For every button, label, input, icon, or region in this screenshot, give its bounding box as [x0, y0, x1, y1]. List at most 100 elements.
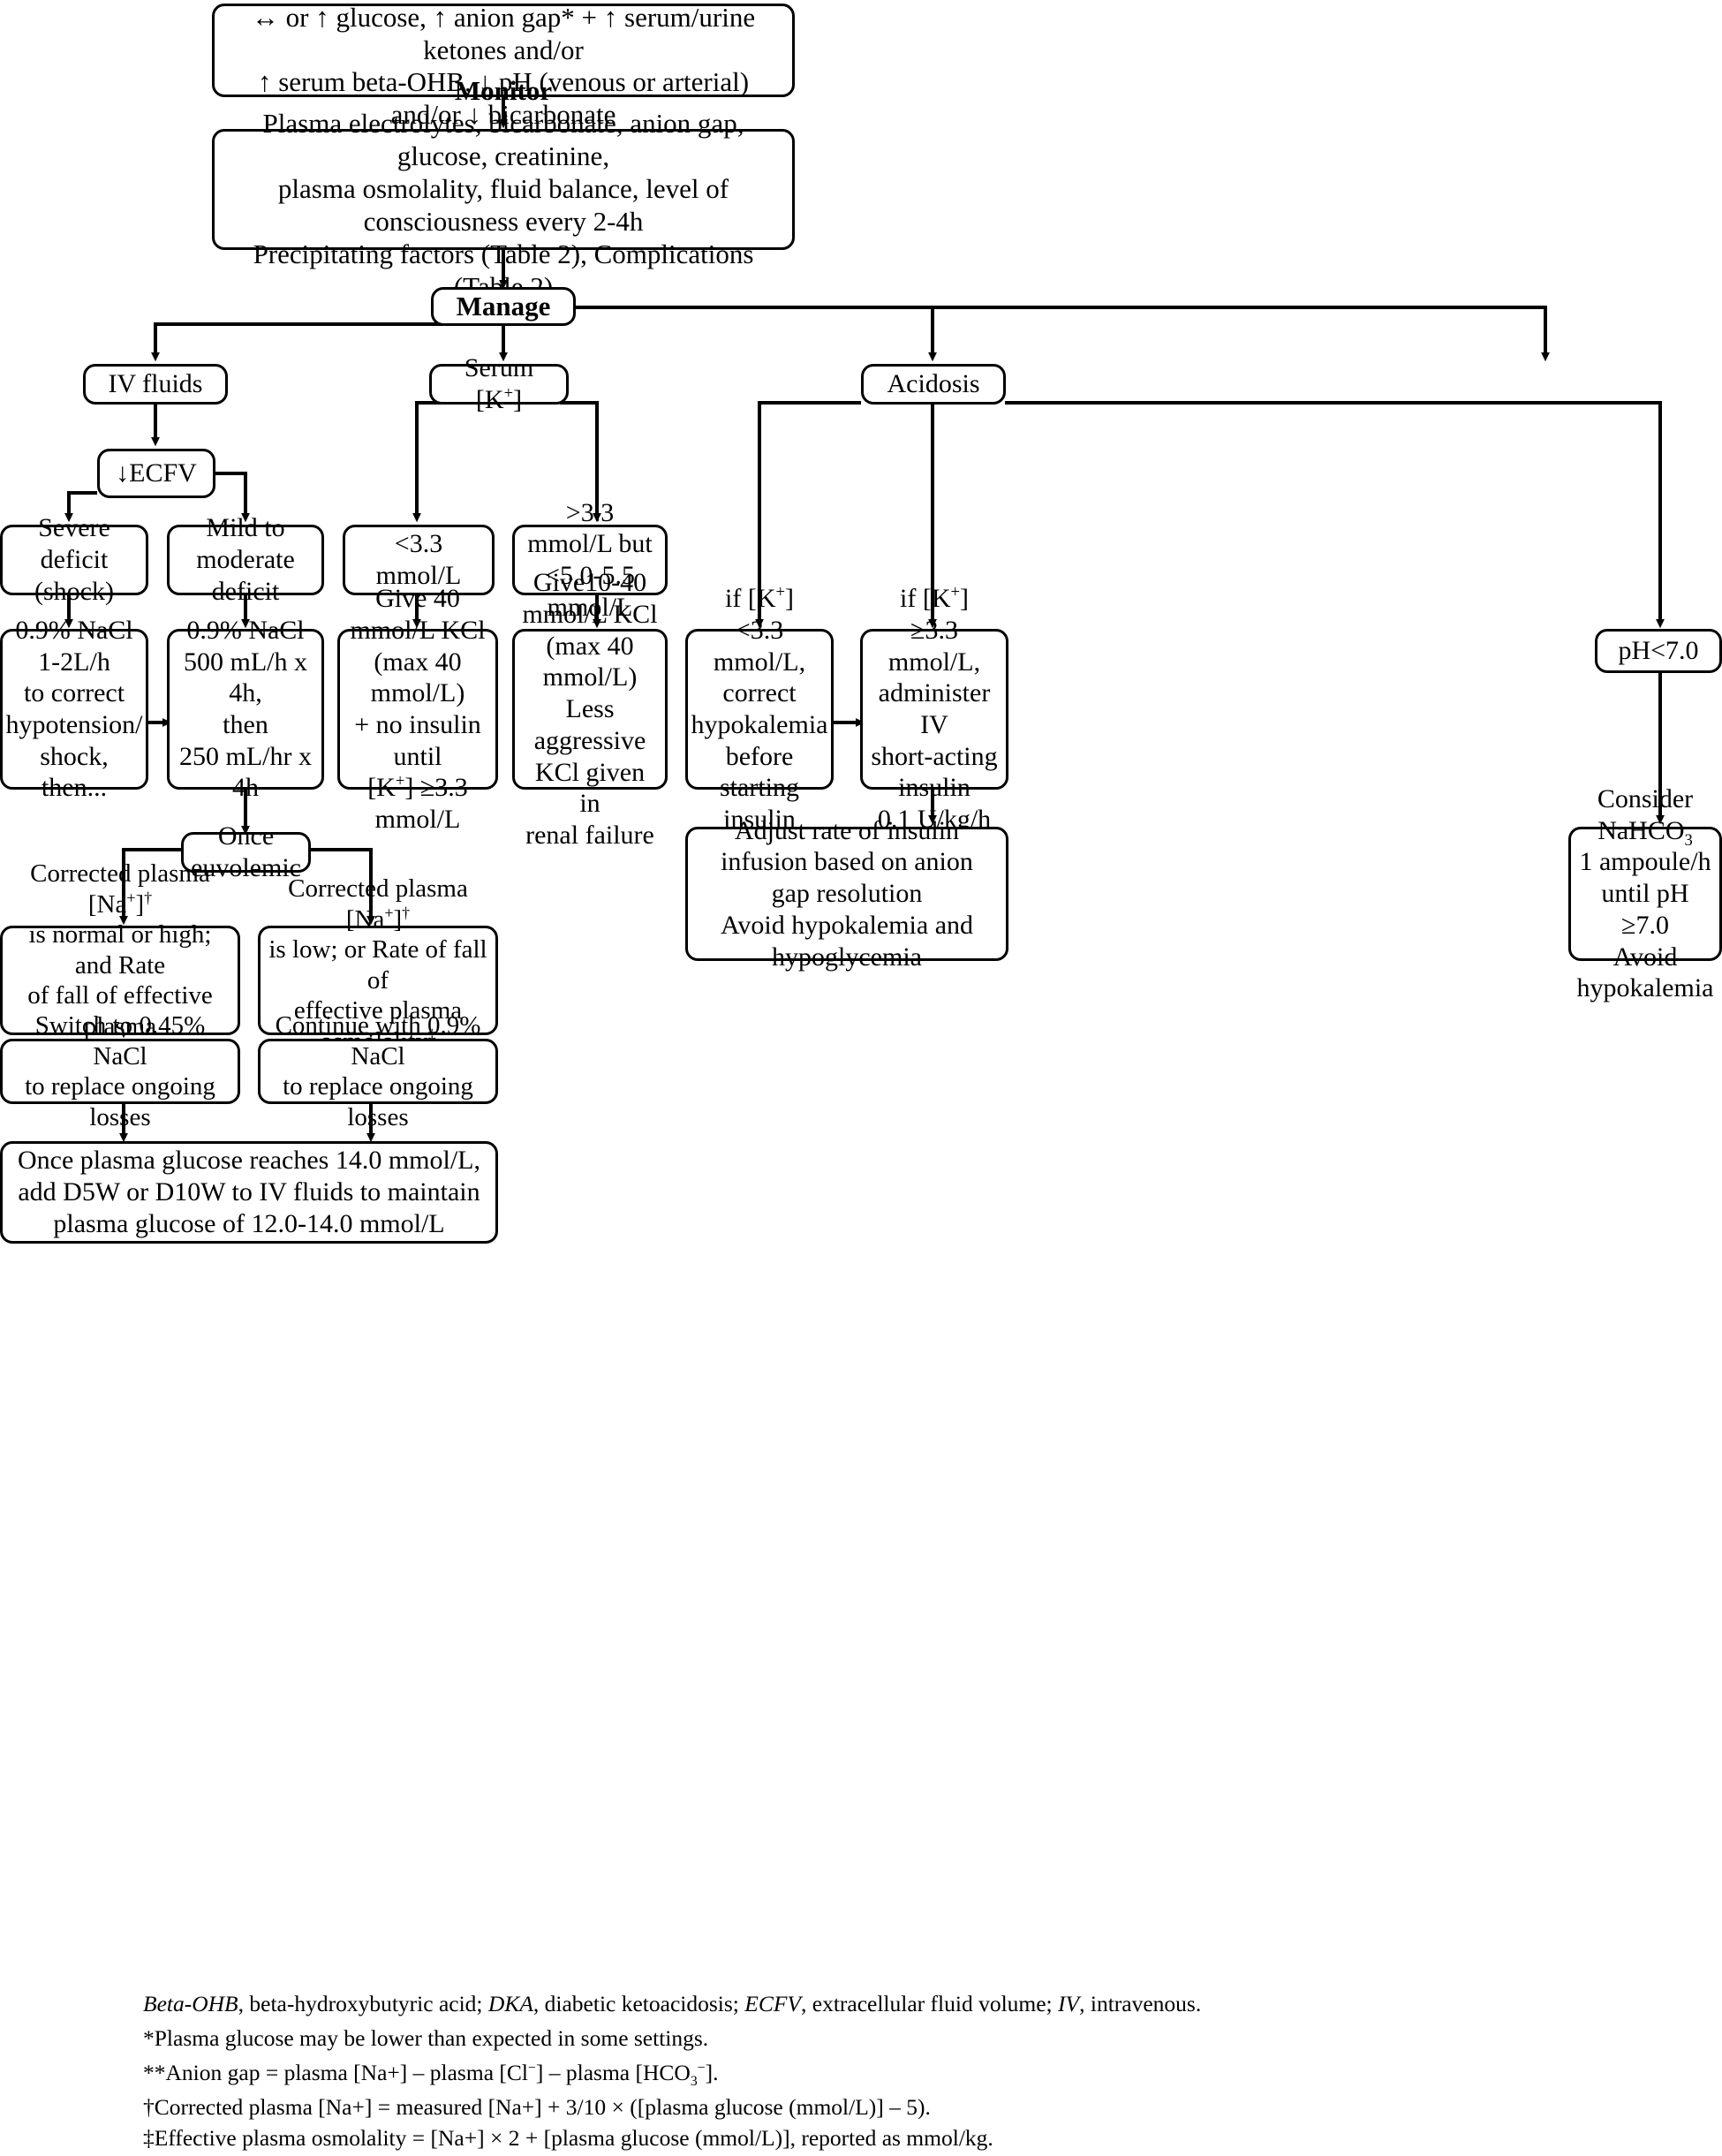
node-nacl-shock[interactable]: 0.9% NaCl 1-2L/h to correct hypotension/…	[0, 616, 148, 802]
footnote-dagger: †Corrected plasma [Na+] = measured [Na+]…	[143, 2094, 931, 2120]
abbr-def-dka: , diabetic ketoacidosis;	[532, 1991, 745, 2016]
if-k-low-line-3: correct	[722, 678, 797, 708]
node-iv-fluids[interactable]: IV fluids	[83, 364, 228, 405]
nacl-mild-line-2: 500 mL/h x 4h,	[184, 647, 307, 708]
severe-deficit-line-1: Severe deficit	[38, 513, 110, 575]
k-mid-line-2: <5.0-5.5 mmol/L	[545, 561, 635, 622]
glucose-target-line-3: plasma glucose of 12.0-14.0 mmol/L	[53, 1208, 445, 1238]
nacl-shock-line-4: hypotension/	[5, 710, 143, 739]
node-acidosis[interactable]: Acidosis	[861, 364, 1006, 405]
footnote-double-star: **Anion gap = plasma [Na+] – plasma [Cl−…	[143, 2060, 719, 2090]
footnote-star: *Plasma glucose may be lower than expect…	[143, 2025, 709, 2051]
kcl-10-40-line-1: Give10-40	[532, 568, 647, 598]
kcl-10-40-line-3: (max 40 mmol/L)	[542, 631, 638, 692]
nacl-mild-line-3: then	[223, 710, 268, 739]
node-once-euvolemic[interactable]: Once euvolemic	[181, 821, 311, 882]
adjust-insulin-line-1: Adjust rate of insulin	[734, 815, 960, 845]
kcl-40-line-1: Give 40	[375, 584, 460, 614]
mild-moderate-line-1: Mild to	[206, 513, 285, 543]
continue-09-line-2: to replace ongoing losses	[283, 1072, 473, 1131]
if-k-ok-line-1: if [K+]	[900, 583, 969, 614]
abbr-def-beta-ohb: , beta-hydroxybutyric acid;	[238, 1991, 488, 2016]
node-k-below-3-3[interactable]: <3.3 mmol/L	[343, 525, 495, 595]
abbr-term-beta-ohb: Beta-OHB	[143, 1991, 238, 2016]
glucose-target-line-2: add D5W or D10W to IV fluids to maintain	[18, 1177, 480, 1207]
node-kcl-40[interactable]: Give 40 mmol/L KCl (max 40 mmol/L) + no …	[337, 584, 498, 834]
na-normal-high-line-3: of fall of effective plasma	[27, 981, 213, 1040]
footnote-double-dagger: ‡Effective plasma osmolality = [Na+] × 2…	[143, 2125, 993, 2151]
node-consider-nahco3[interactable]: Consider NaHCO3 1 ampoule/h until pH ≥7.…	[1568, 784, 1722, 1002]
nacl-shock-line-2: 1-2L/h	[38, 647, 110, 677]
monitor-line-2: plasma osmolality, fluid balance, level …	[277, 173, 729, 237]
adjust-insulin-line-3: gap resolution	[771, 879, 923, 909]
monitor-line-3: Precipitating factors (Table 2), Complic…	[253, 238, 754, 302]
node-diagnose-dka[interactable]: Diagnose DKA ↔ or ↑ glucose, ↑ anion gap…	[212, 1, 795, 130]
node-continue-09-nacl[interactable]: Continue with 0.9% NaCl to replace ongoi…	[258, 1011, 498, 1131]
na-low-line-2: is low; or Rate of fall of	[268, 935, 487, 995]
na-normal-high-line-1: Corrected plasma [Na+]†	[30, 859, 210, 919]
if-k-ok-line-3: administer IV	[878, 678, 991, 739]
node-ph-below-7[interactable]: pH<7.0	[1595, 629, 1722, 673]
kcl-10-40-line-5: KCl given in	[534, 757, 646, 819]
monitor-title: Monitor	[454, 75, 553, 107]
node-mild-moderate-deficit[interactable]: Mild to moderate deficit	[167, 513, 324, 606]
ecfv-label: ↓ECFV	[116, 458, 197, 488]
abbr-def-iv: , intravenous.	[1079, 1991, 1202, 2016]
adjust-insulin-line-2: infusion based on anion	[721, 847, 973, 877]
nacl-shock-line-1: 0.9% NaCl	[15, 615, 133, 645]
abbr-term-ecfv: ECFV	[744, 1991, 801, 2016]
diagnose-line-1: ↔ or ↑ glucose, ↑ anion gap* + ↑ serum/u…	[251, 1, 756, 65]
glucose-target-line-1: Once plasma glucose reaches 14.0 mmol/L,	[17, 1146, 480, 1176]
continue-09-line-1: Continue with 0.9% NaCl	[275, 1011, 481, 1070]
mild-moderate-line-2: moderate deficit	[196, 545, 295, 606]
iv-fluids-label: IV fluids	[108, 369, 203, 399]
nahco3-line-4: until pH ≥7.0	[1601, 879, 1689, 940]
node-kcl-10-40[interactable]: Give10-40 mmol/L KCl (max 40 mmol/L) Les…	[512, 568, 668, 850]
nacl-mild-line-1: 0.9% NaCl	[186, 615, 305, 645]
node-k-3-3-to-5-5[interactable]: >3.3 mmol/L but <5.0-5.5 mmol/L	[512, 498, 668, 622]
abbr-term-dka: DKA	[487, 1991, 533, 2016]
node-ecfv[interactable]: ↓ECFV	[97, 449, 215, 498]
node-adjust-insulin[interactable]: Adjust rate of insulin infusion based on…	[685, 816, 1008, 972]
kcl-40-line-4: + no insulin until	[354, 710, 481, 771]
node-glucose-target[interactable]: Once plasma glucose reaches 14.0 mmol/L,…	[0, 1141, 498, 1244]
kcl-10-40-line-2: mmol/L KCl	[522, 600, 658, 630]
node-nacl-mild[interactable]: 0.9% NaCl 500 mL/h x 4h, then 250 mL/hr …	[167, 616, 324, 802]
if-k-ok-line-4: short-acting	[871, 741, 998, 771]
if-k-low-line-1: if [K+]	[725, 583, 794, 614]
kcl-10-40-line-6: renal failure	[525, 820, 654, 850]
if-k-low-line-4: hypokalemia	[691, 710, 828, 739]
kcl-40-line-5: [K+] ≥3.3 mmol/L	[367, 772, 468, 835]
if-k-ok-line-2: ≥3.3 mmol/L,	[887, 615, 981, 677]
node-if-k-ok[interactable]: if [K+] ≥3.3 mmol/L, administer IV short…	[860, 584, 1008, 834]
nacl-mild-line-4: 250 mL/hr x 4h	[179, 741, 312, 803]
severe-deficit-line-2: (shock)	[34, 576, 114, 606]
k-low-label: <3.3 mmol/L	[375, 529, 462, 590]
kcl-40-line-2: mmol/L KCl	[350, 615, 486, 645]
once-euvolemic-label: Once euvolemic	[191, 821, 301, 882]
acidosis-label: Acidosis	[887, 369, 980, 399]
switch-045-line-2: to replace ongoing losses	[25, 1072, 215, 1131]
footnote-abbreviations: Beta-OHB, beta-hydroxybutyric acid; DKA,…	[143, 1987, 1201, 2022]
switch-045-line-1: Switch to 0.45% NaCl	[34, 1011, 206, 1070]
node-severe-deficit[interactable]: Severe deficit (shock)	[0, 513, 148, 606]
nahco3-line-2: NaHCO3	[1597, 815, 1693, 850]
node-manage[interactable]: Manage	[431, 287, 576, 326]
serum-k-label: Serum [K+]	[464, 353, 534, 414]
diagnose-line-2: ↑ serum beta-OHB, ↓ pH (venous or arteri…	[257, 66, 750, 131]
nacl-shock-line-5: shock, then...	[40, 741, 109, 803]
manage-title: Manage	[456, 290, 551, 322]
monitor-line-1: Plasma electrolytes, bicarbonate, anion …	[262, 108, 744, 172]
if-k-ok-line-5: insulin	[898, 773, 971, 803]
node-if-k-low[interactable]: if [K+] <3.3 mmol/L, correct hypokalemia…	[685, 584, 834, 834]
nahco3-line-5: Avoid	[1612, 942, 1678, 972]
if-k-low-line-5: before starting	[720, 741, 799, 803]
adjust-insulin-line-4: Avoid hypokalemia and	[720, 910, 974, 940]
na-normal-high-line-2: is normal or high; and Rate	[28, 920, 212, 980]
node-switch-045-nacl[interactable]: Switch to 0.45% NaCl to replace ongoing …	[0, 1011, 240, 1131]
node-serum-k[interactable]: Serum [K+]	[429, 353, 569, 414]
na-low-line-1: Corrected plasma [Na+]†	[288, 874, 468, 934]
abbr-def-ecfv: , extracellular fluid volume;	[801, 1991, 1059, 2016]
node-monitor[interactable]: Monitor Plasma electrolytes, bicarbonate…	[212, 75, 795, 302]
